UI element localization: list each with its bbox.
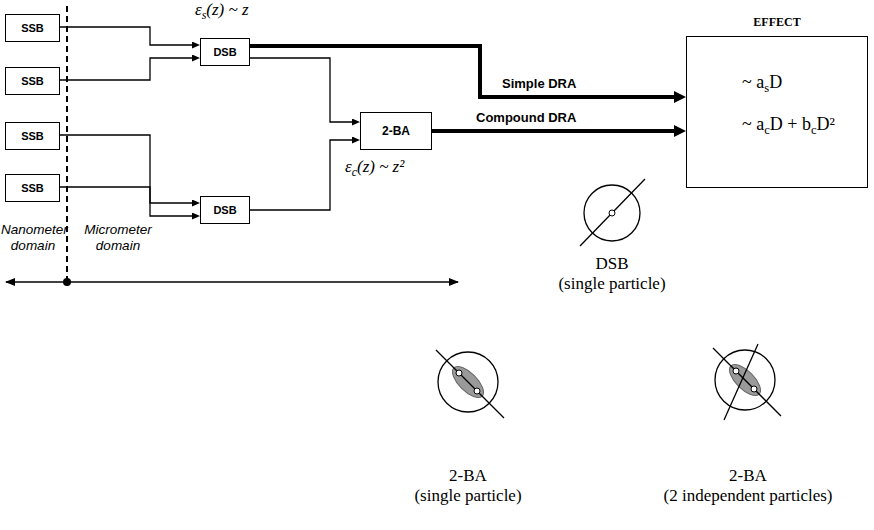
ssb-box: SSB xyxy=(5,67,60,95)
figure-caption: 2-BA (2 independent particles) xyxy=(648,466,848,507)
text-run: ε xyxy=(345,157,352,176)
text-line: domain xyxy=(1,238,65,254)
box-label: SSB xyxy=(14,129,51,143)
dsb-box: DSB xyxy=(200,196,250,224)
text-run: 2-BA xyxy=(449,466,487,485)
text-run: SSB xyxy=(21,130,44,142)
text-run: domain xyxy=(11,238,55,253)
formula-text: ~ acD + bcD² xyxy=(742,113,857,141)
text-line: DSB xyxy=(537,254,687,274)
text-run: 2-BA xyxy=(382,124,410,138)
text-line: (2 independent particles) xyxy=(648,486,848,506)
text-run: Compound DRA xyxy=(476,110,576,125)
two-ba-box: 2-BA xyxy=(360,112,432,150)
domain-label: Nanometer domain xyxy=(1,222,65,254)
text-line: 2-BA xyxy=(393,466,543,486)
subscript: c xyxy=(764,123,770,137)
box-heading: EFFECT xyxy=(686,12,868,36)
edge-label: Simple DRA xyxy=(500,76,578,91)
edge-label: Compound DRA xyxy=(474,110,578,125)
text-run: Micrometer xyxy=(84,222,152,237)
box-label: SSB xyxy=(14,21,51,35)
text-run: D + b xyxy=(770,114,811,134)
text-run: Nanometer xyxy=(1,222,68,237)
dra-arrow xyxy=(250,46,674,97)
dra-arrow xyxy=(432,129,674,133)
text-run: ε xyxy=(195,0,202,19)
connector-arrow xyxy=(60,58,192,80)
effect-box: EFFECT~ asD~ acD + bcD² xyxy=(686,12,868,188)
text-run: DSB xyxy=(213,204,236,216)
text-run: (z) ~ z xyxy=(206,0,248,19)
two-ba-single-figure xyxy=(436,350,504,418)
box-label: DSB xyxy=(209,45,241,59)
figure-caption: 2-BA (single particle) xyxy=(393,466,543,507)
text-run: EFFECT xyxy=(753,15,800,29)
formula-text: ~ asD xyxy=(742,71,857,99)
connector-arrow xyxy=(60,187,192,216)
axis-dot xyxy=(63,278,71,286)
text-line: Micrometer xyxy=(76,222,160,238)
dsb-box: DSB xyxy=(200,38,250,66)
scale-axis xyxy=(6,281,458,282)
connector-arrow xyxy=(250,58,352,122)
text-run: (2 independent particles) xyxy=(664,486,833,505)
figure-caption: DSB (single particle) xyxy=(537,254,687,295)
box-label: DSB xyxy=(209,203,241,217)
text-line: domain xyxy=(76,238,160,254)
text-run: Simple DRA xyxy=(502,76,576,91)
dsb-particle-figure xyxy=(580,179,645,246)
subscript: s xyxy=(764,81,769,95)
text-line: 2-BA xyxy=(648,466,848,486)
subscript: s xyxy=(202,8,207,22)
text-line: Nanometer xyxy=(1,222,65,238)
box-label: SSB xyxy=(14,181,51,195)
connector-arrow xyxy=(60,27,192,45)
connector-arrow xyxy=(60,135,192,203)
text-run: domain xyxy=(96,238,140,253)
subscript: c xyxy=(811,123,817,137)
text-run: D xyxy=(769,72,782,92)
text-run: DSB xyxy=(595,254,628,273)
domain-label: Micrometer domain xyxy=(76,222,160,254)
text-run: DSB xyxy=(213,46,236,58)
box-label: SSB xyxy=(14,74,51,88)
domain-divider xyxy=(66,6,68,282)
text-line: (single particle) xyxy=(537,274,687,294)
text-run: SSB xyxy=(21,75,44,87)
text-run: (z) ~ z² xyxy=(357,157,404,176)
ssb-box: SSB xyxy=(5,14,60,42)
ssb-box: SSB xyxy=(5,122,60,150)
text-run: ~ a xyxy=(742,72,764,92)
effect-body: ~ asD~ acD + bcD² xyxy=(686,36,868,188)
formula-label: εc(z) ~ z² xyxy=(345,157,455,179)
text-run: 2-BA xyxy=(729,466,767,485)
two-ba-two-particle-figure xyxy=(713,344,781,420)
text-run: (single particle) xyxy=(414,486,521,505)
text-run: SSB xyxy=(21,182,44,194)
text-run: D² xyxy=(817,114,835,134)
text-run: (single particle) xyxy=(558,274,665,293)
text-run: ~ a xyxy=(742,114,764,134)
subscript: c xyxy=(352,165,357,179)
formula-label: εs(z) ~ z xyxy=(195,0,305,22)
ssb-box: SSB xyxy=(5,174,60,202)
text-run: SSB xyxy=(21,22,44,34)
text-line: (single particle) xyxy=(393,486,543,506)
box-label: 2-BA xyxy=(371,124,421,138)
connector-arrow xyxy=(250,140,352,210)
